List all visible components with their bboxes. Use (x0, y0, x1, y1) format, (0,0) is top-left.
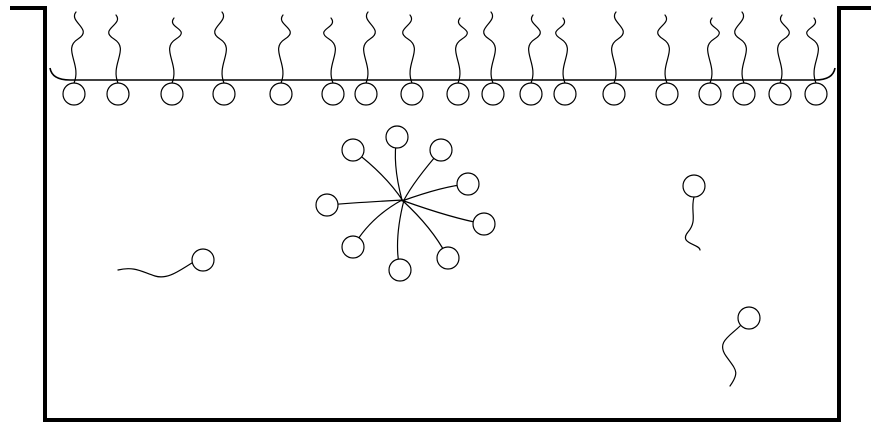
surface-molecule (656, 15, 678, 105)
hydrophilic-head (447, 83, 469, 105)
micelle-molecule (316, 194, 403, 216)
surface-molecule (805, 18, 827, 105)
hydrophilic-head (738, 307, 760, 329)
surface-molecule (63, 12, 85, 105)
hydrophilic-head (401, 83, 423, 105)
hydrophilic-head (699, 83, 721, 105)
hydrophobic-tail (72, 12, 84, 83)
water-surface-line (50, 68, 835, 80)
hydrophilic-head (437, 247, 459, 269)
hydrophilic-head (683, 175, 705, 197)
surface-molecule (213, 12, 235, 105)
surface-molecule (603, 12, 625, 105)
hydrophilic-head (733, 83, 755, 105)
hydrophilic-head (355, 83, 377, 105)
hydrophilic-head (322, 83, 344, 105)
hydrophobic-tail (658, 15, 670, 83)
hydrophobic-tail (456, 18, 468, 83)
surface-molecule (699, 18, 721, 105)
hydrophobic-tail (109, 15, 121, 83)
hydrophobic-tail (529, 15, 541, 83)
surface-molecule (401, 15, 423, 105)
surface-molecule (322, 18, 344, 105)
hydrophilic-head (769, 83, 791, 105)
hydrophilic-head (63, 83, 85, 105)
surface-molecule (355, 12, 377, 105)
hydrophobic-tail (807, 18, 819, 83)
hydrophobic-tail (778, 15, 790, 83)
surface-molecule (520, 15, 542, 105)
hydrophobic-tail (215, 12, 227, 83)
hydrophilic-head (192, 249, 214, 271)
hydrophilic-head (342, 236, 364, 258)
hydrophobic-tail (556, 18, 568, 83)
hydrophilic-head (389, 259, 411, 281)
hydrophilic-head (213, 83, 235, 105)
micelle (316, 126, 495, 281)
micelle-molecule (403, 201, 459, 269)
surface-monolayer (63, 12, 827, 105)
free-molecule (683, 175, 705, 250)
hydrophilic-head (386, 126, 408, 148)
surface-molecule (769, 15, 791, 105)
free-molecule (723, 307, 760, 386)
surface-molecule (554, 18, 576, 105)
hydrophilic-head (161, 83, 183, 105)
hydrophobic-tail (118, 263, 192, 277)
hydrophobic-tail (685, 197, 700, 250)
hydrophobic-tail (404, 201, 484, 224)
micelle-molecule (389, 200, 411, 281)
surface-molecule (107, 15, 129, 105)
hydrophobic-tail (735, 12, 747, 83)
surface-molecule (447, 18, 469, 105)
micelle-molecule (342, 200, 402, 258)
hydrophobic-tail (403, 15, 415, 83)
hydrophilic-head (554, 83, 576, 105)
hydrophilic-head (342, 139, 364, 161)
free-molecule (118, 249, 214, 277)
hydrophobic-tail (612, 12, 624, 83)
surface-molecule (482, 12, 504, 105)
surface-molecule (733, 12, 755, 105)
hydrophilic-head (805, 83, 827, 105)
hydrophilic-head (457, 173, 479, 195)
micelle-molecule (402, 173, 479, 201)
hydrophilic-head (482, 83, 504, 105)
surface-molecule (270, 15, 292, 105)
hydrophobic-tail (708, 18, 720, 83)
hydrophobic-tail (279, 15, 291, 83)
hydrophilic-head (107, 83, 129, 105)
free-molecules (118, 175, 760, 386)
hydrophilic-head (656, 83, 678, 105)
hydrophobic-tail (364, 12, 376, 83)
hydrophobic-tail (723, 326, 740, 386)
surface-molecule (161, 18, 183, 105)
hydrophobic-tail (170, 18, 182, 83)
hydrophobic-tail (324, 18, 336, 83)
micelle-molecule (386, 126, 408, 200)
micelle-molecule (404, 201, 495, 235)
micelle-molecule (404, 139, 452, 200)
hydrophilic-head (473, 213, 495, 235)
hydrophilic-head (603, 83, 625, 105)
hydrophilic-head (430, 139, 452, 161)
micelle-molecule (342, 139, 403, 201)
hydrophilic-head (316, 194, 338, 216)
hydrophilic-head (270, 83, 292, 105)
hydrophobic-tail (484, 12, 496, 83)
hydrophilic-head (520, 83, 542, 105)
